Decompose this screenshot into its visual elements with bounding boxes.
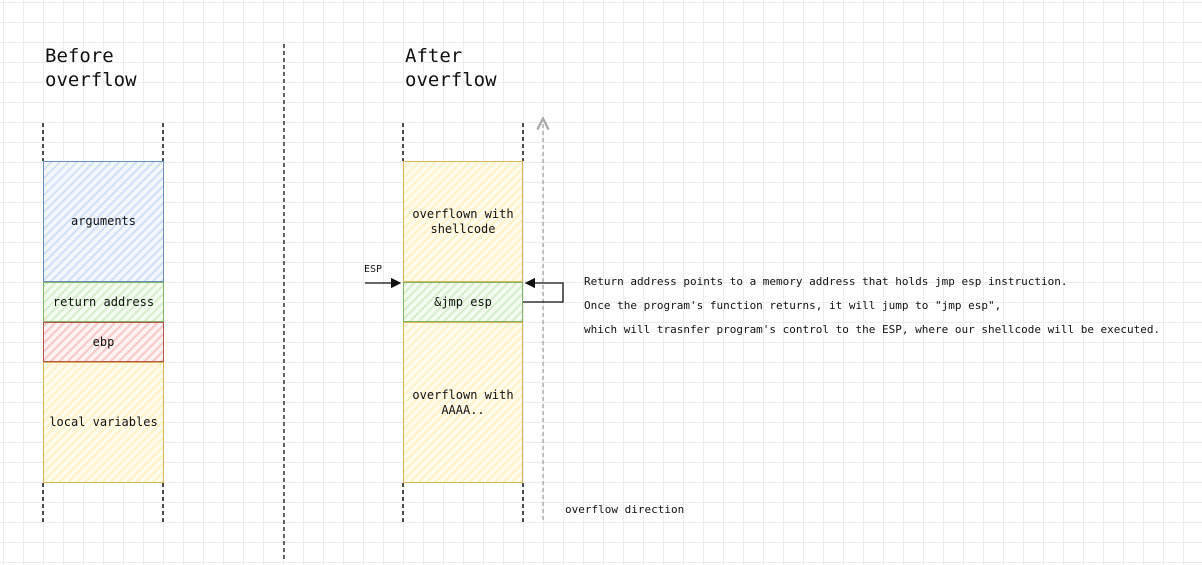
stack-block-shellcode: overflown with shellcode: [403, 161, 523, 282]
note-line-2: Once the program's function returns, it …: [584, 299, 1002, 312]
overflow-direction-label: overflow direction: [565, 503, 685, 516]
stack-block-ebp: ebp: [43, 322, 164, 362]
esp-label: ESP: [364, 264, 383, 275]
note-line-1: Return address points to a memory addres…: [584, 275, 1068, 288]
stack-block-local-variables: local variables: [43, 362, 164, 483]
stack-block-aaaa: overflown with AAAA..: [403, 322, 523, 483]
stack-block-return-address: return address: [43, 282, 164, 322]
stack-block-jmp-esp: &jmp esp: [403, 282, 523, 322]
stack-block-arguments: arguments: [43, 161, 164, 282]
after-overflow-title: After overflow: [405, 45, 497, 91]
note-line-3: which will trasnfer program's control to…: [584, 323, 1161, 336]
jmp-esp-loop-arrow: [523, 277, 564, 303]
before-overflow-title: Before overflow: [45, 45, 137, 91]
